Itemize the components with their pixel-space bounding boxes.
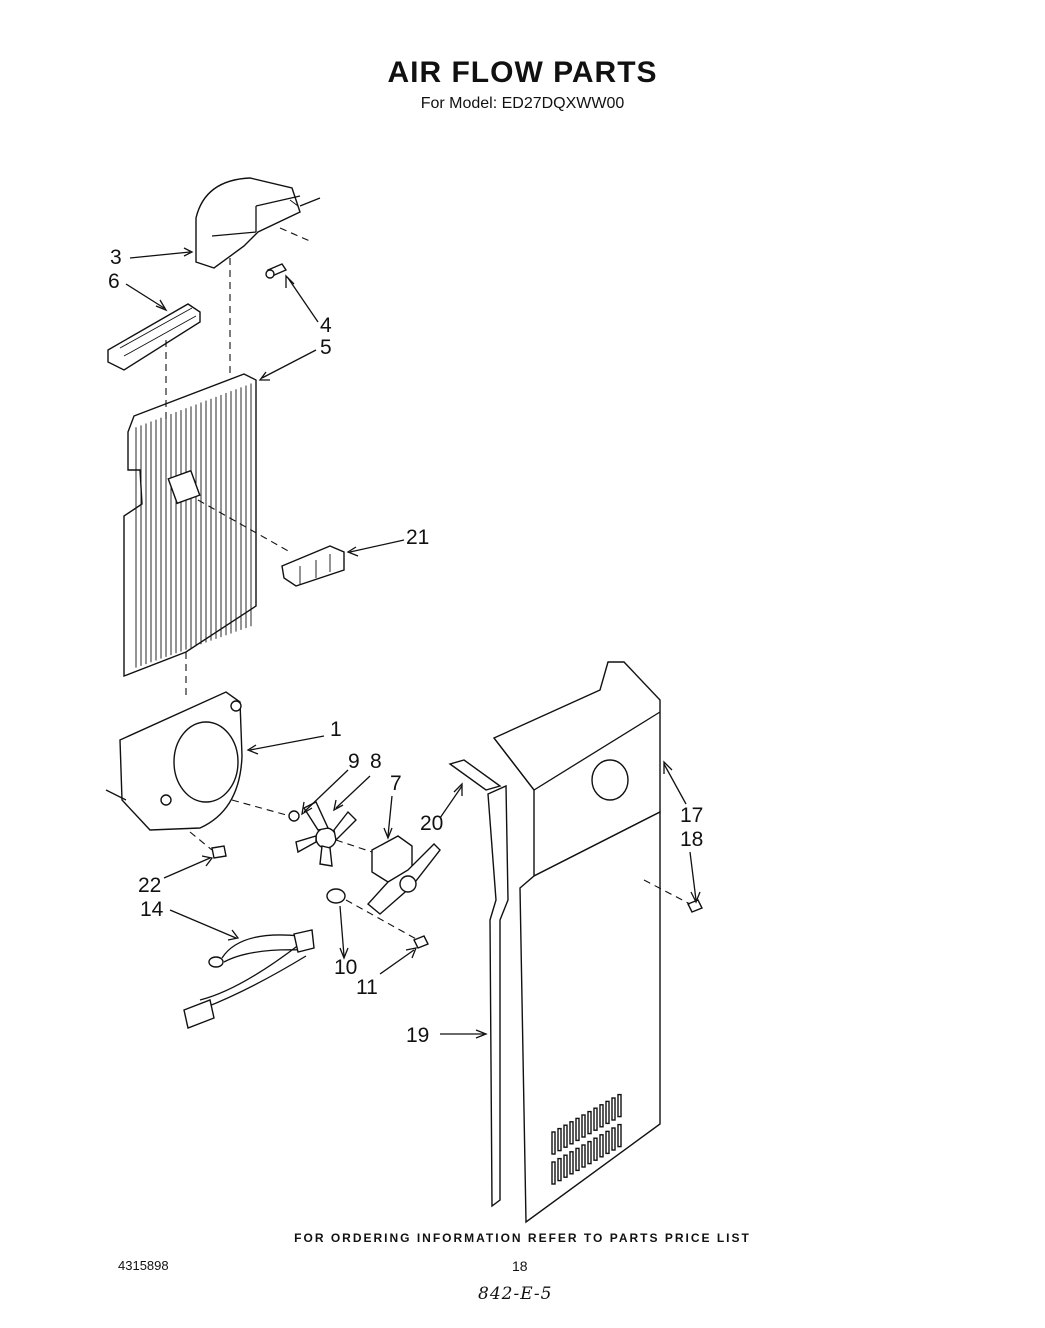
part-3-duct-cap <box>195 177 301 269</box>
part-6-grille <box>107 303 201 371</box>
page-title: AIR FLOW PARTS <box>387 56 658 89</box>
vent-slot <box>599 1104 604 1128</box>
part-1-fan-shroud <box>119 691 243 831</box>
part-11-screw <box>413 935 429 949</box>
vent-slot <box>617 1123 622 1148</box>
page-number: 18 <box>512 1258 528 1274</box>
callout-7: 7 <box>390 772 402 795</box>
part-22-screw <box>211 845 227 859</box>
part-9-nut <box>288 810 300 822</box>
callout-22: 22 <box>138 874 161 897</box>
vent-slot <box>587 1140 592 1165</box>
callout-14: 14 <box>140 898 164 921</box>
part-19-duct <box>487 784 509 1208</box>
vent-slot <box>563 1124 568 1148</box>
vent-slot <box>563 1154 568 1178</box>
vent-slot <box>581 1114 586 1138</box>
vent-slot <box>599 1134 604 1158</box>
callout-6: 6 <box>108 270 120 293</box>
vent-slot <box>605 1100 610 1125</box>
vent-slot <box>605 1130 610 1155</box>
callout-18: 18 <box>680 828 703 851</box>
handwritten-note: 842-E-5 <box>478 1284 553 1304</box>
part-4-screw <box>265 263 288 279</box>
callout-20: 20 <box>420 812 443 835</box>
vent-slot <box>569 1151 574 1175</box>
callout-11: 11 <box>356 976 378 999</box>
callout-4: 4 <box>320 314 332 337</box>
callout-3: 3 <box>110 246 122 269</box>
callout-10: 10 <box>334 956 357 979</box>
vent-slot <box>593 1137 598 1161</box>
vent-slot <box>587 1110 592 1135</box>
document-number: 4315898 <box>118 1258 169 1273</box>
vent-slot <box>575 1117 580 1142</box>
part-18-screw <box>687 899 703 913</box>
vent-slot <box>575 1147 580 1172</box>
callout-19: 19 <box>406 1024 429 1047</box>
callout-17: 17 <box>680 804 703 827</box>
callout-9: 9 <box>348 750 360 773</box>
callout-21: 21 <box>406 526 429 549</box>
vent-slot <box>557 1127 562 1152</box>
vent-slot <box>569 1121 574 1145</box>
part-17-rear-panel <box>492 661 661 1224</box>
vent-slot <box>593 1107 598 1131</box>
part-20-gasket <box>448 759 502 791</box>
callout-8: 8 <box>370 750 382 773</box>
vent-slot <box>551 1161 556 1185</box>
vent-slot <box>557 1157 562 1182</box>
callout-1: 1 <box>330 718 342 741</box>
vent-slot <box>617 1093 622 1118</box>
ordering-note: FOR ORDERING INFORMATION REFER TO PARTS … <box>294 1231 751 1245</box>
vent-slot <box>581 1144 586 1168</box>
part-14-wire-harness <box>183 929 315 1029</box>
part-5-evaporator-cover <box>123 373 257 678</box>
part-10-grommet <box>326 888 346 904</box>
callout-5: 5 <box>320 336 332 359</box>
model-subtitle: For Model: ED27DQXWW00 <box>420 95 625 112</box>
vent-slot <box>611 1097 616 1121</box>
vent-slot <box>551 1131 556 1155</box>
leader-lines <box>125 247 701 1039</box>
part-21-clip <box>281 545 345 587</box>
vent-slot <box>611 1127 616 1151</box>
part-7-fan-motor <box>366 835 441 915</box>
